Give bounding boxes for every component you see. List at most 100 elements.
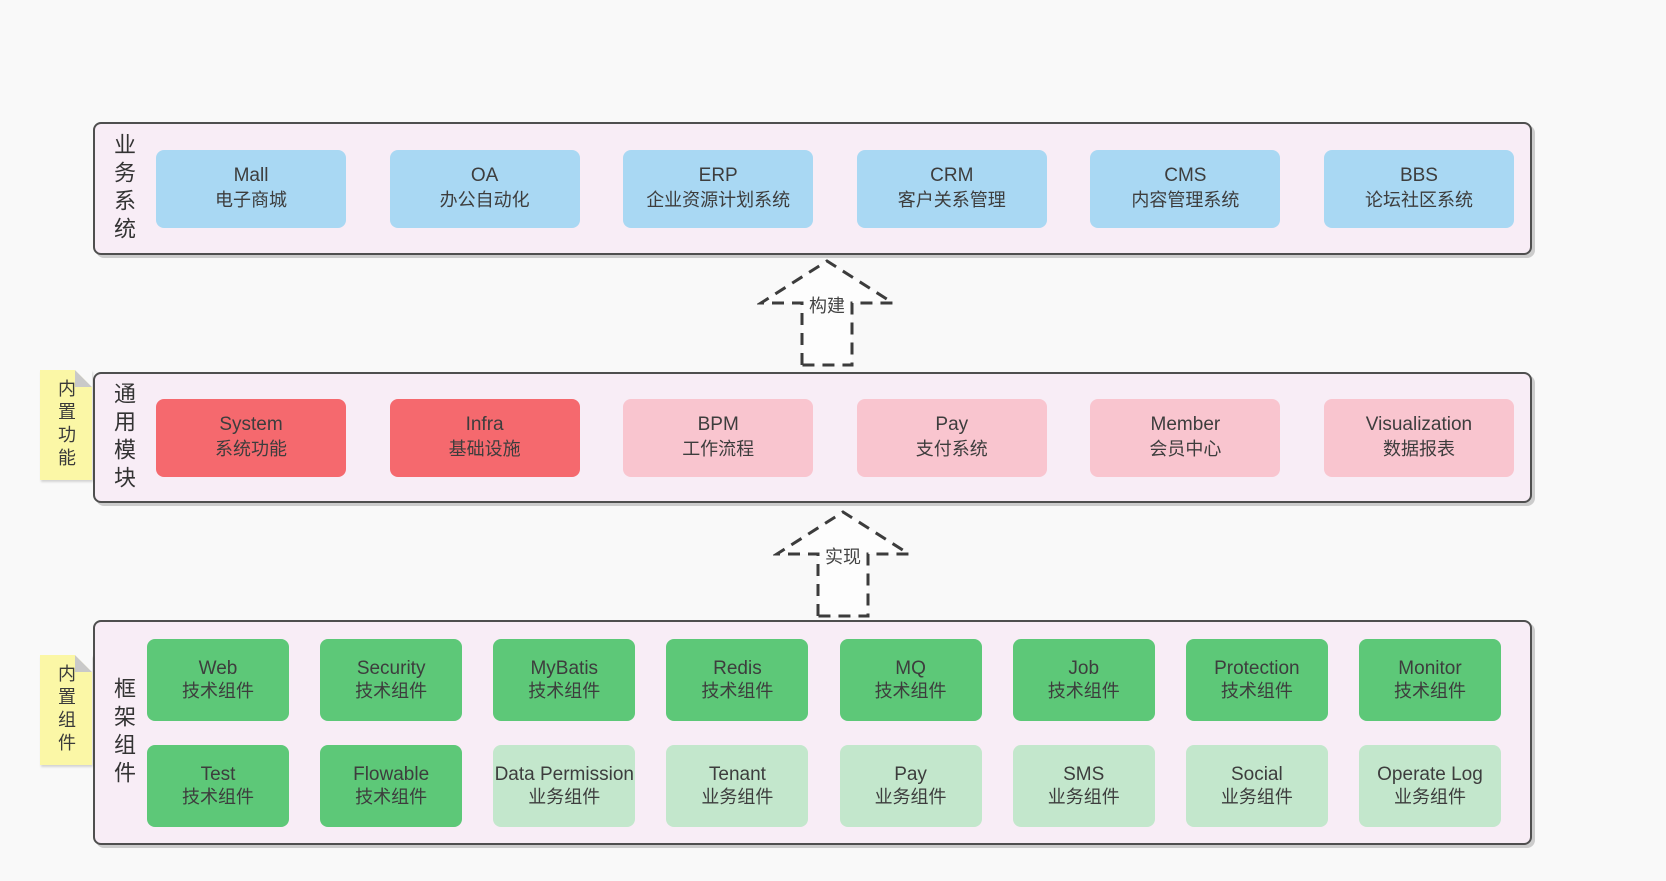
box-subtitle: 技术组件 (182, 680, 254, 701)
box-subtitle: 技术组件 (355, 786, 428, 807)
box-title: System (219, 414, 283, 436)
box-subtitle: 系统功能 (215, 439, 287, 460)
box-title: Visualization (1365, 414, 1473, 436)
box-subtitle: 电子商城 (215, 190, 287, 211)
box-title: Data Permission (494, 764, 634, 786)
box-title: Member (1150, 414, 1221, 436)
box-title: Security (356, 658, 426, 680)
box-title: Job (1068, 658, 1100, 680)
box-title: Redis (713, 658, 762, 680)
box-subtitle: 业务组件 (528, 786, 601, 807)
box-title: Monitor (1398, 658, 1462, 680)
box-title: Pay (935, 414, 969, 436)
box-subtitle: 业务组件 (701, 786, 774, 807)
sticky-note-builtin-components: 内置组件 (40, 655, 92, 765)
layer-title-common-modules: 通用模块 (111, 381, 136, 494)
box-subtitle: 技术组件 (1220, 680, 1293, 701)
box-subtitle: 业务组件 (874, 786, 947, 807)
box-member: Member 会员中心 (1090, 398, 1281, 477)
box-title: Mall (233, 165, 269, 187)
box-visualization: Visualization 数据报表 (1323, 398, 1514, 477)
box-subtitle: 企业资源计划系统 (646, 190, 791, 211)
arrow-implement: 实现 (773, 508, 913, 618)
arrow-implement-label: 实现 (822, 543, 864, 570)
box-subtitle: 技术组件 (701, 680, 774, 701)
box-infra: Infra 基础设施 (389, 398, 580, 477)
business-boxes-row: Mall 电子商城 OA 办公自动化 ERP 企业资源计划系统 CRM 客户关系管理 CMS 内容… (156, 149, 1514, 228)
box-subtitle: 技术组件 (182, 786, 254, 807)
box-system: System 系统功能 (156, 398, 346, 477)
layer-business-systems: 业务系统 Mall 电子商城 OA 办公自动化 ERP 企业资源计划系统 CRM 客户关系管理… (93, 122, 1532, 255)
box-title: Tenant (708, 764, 766, 786)
box-subtitle: 支付系统 (915, 439, 988, 460)
box-title: MyBatis (530, 658, 599, 680)
box-title: ERP (698, 165, 738, 187)
layer-title-framework-components: 框架组件 (111, 676, 136, 789)
box-subtitle: 内容管理系统 (1131, 190, 1240, 211)
box-subtitle: 业务组件 (1220, 786, 1293, 807)
box-crm: CRM 客户关系管理 (856, 149, 1047, 228)
box-title: Flowable (353, 764, 430, 786)
sticky-note-builtin-features-label: 内置功能 (56, 379, 76, 471)
box-title: SMS (1063, 764, 1105, 786)
box-oa: OA 办公自动化 (389, 149, 580, 228)
box-cms: CMS 内容管理系统 (1090, 149, 1281, 228)
box-subtitle: 论坛社区系统 (1364, 190, 1473, 211)
box-subtitle: 技术组件 (355, 680, 428, 701)
box-subtitle: 业务组件 (1393, 786, 1466, 807)
box-title: CMS (1164, 165, 1207, 187)
box-subtitle: 基础设施 (448, 439, 521, 460)
box-title: Web (198, 658, 238, 680)
box-title: Pay (894, 764, 927, 786)
box-subtitle: 技术组件 (1047, 680, 1120, 701)
box-mall: Mall 电子商城 (156, 149, 346, 228)
box-title: Operate Log (1377, 764, 1483, 786)
box-title: MQ (895, 658, 926, 680)
box-subtitle: 工作流程 (682, 439, 755, 460)
box-subtitle: 技术组件 (874, 680, 947, 701)
box-title: Protection (1214, 658, 1300, 680)
arrow-build: 构建 (757, 257, 897, 367)
box-subtitle: 会员中心 (1149, 439, 1222, 460)
box-subtitle: 业务组件 (1047, 786, 1120, 807)
layer-title-business-systems: 业务系统 (111, 132, 136, 245)
sticky-note-builtin-features: 内置功能 (40, 370, 92, 480)
box-subtitle: 客户关系管理 (897, 190, 1006, 211)
box-erp: ERP 企业资源计划系统 (623, 149, 814, 228)
box-title: BBS (1399, 165, 1438, 187)
box-bbs: BBS 论坛社区系统 (1323, 149, 1514, 228)
box-title: CRM (930, 165, 974, 187)
box-subtitle: 技术组件 (1393, 680, 1466, 701)
box-title: Infra (465, 414, 504, 436)
box-subtitle: 办公自动化 (439, 190, 530, 211)
box-subtitle: 技术组件 (528, 680, 601, 701)
box-pay: Pay 支付系统 (856, 398, 1047, 477)
box-title: OA (470, 165, 499, 187)
box-subtitle: 数据报表 (1382, 439, 1455, 460)
box-title: Social (1230, 764, 1283, 786)
arrow-build-label: 构建 (806, 292, 848, 319)
